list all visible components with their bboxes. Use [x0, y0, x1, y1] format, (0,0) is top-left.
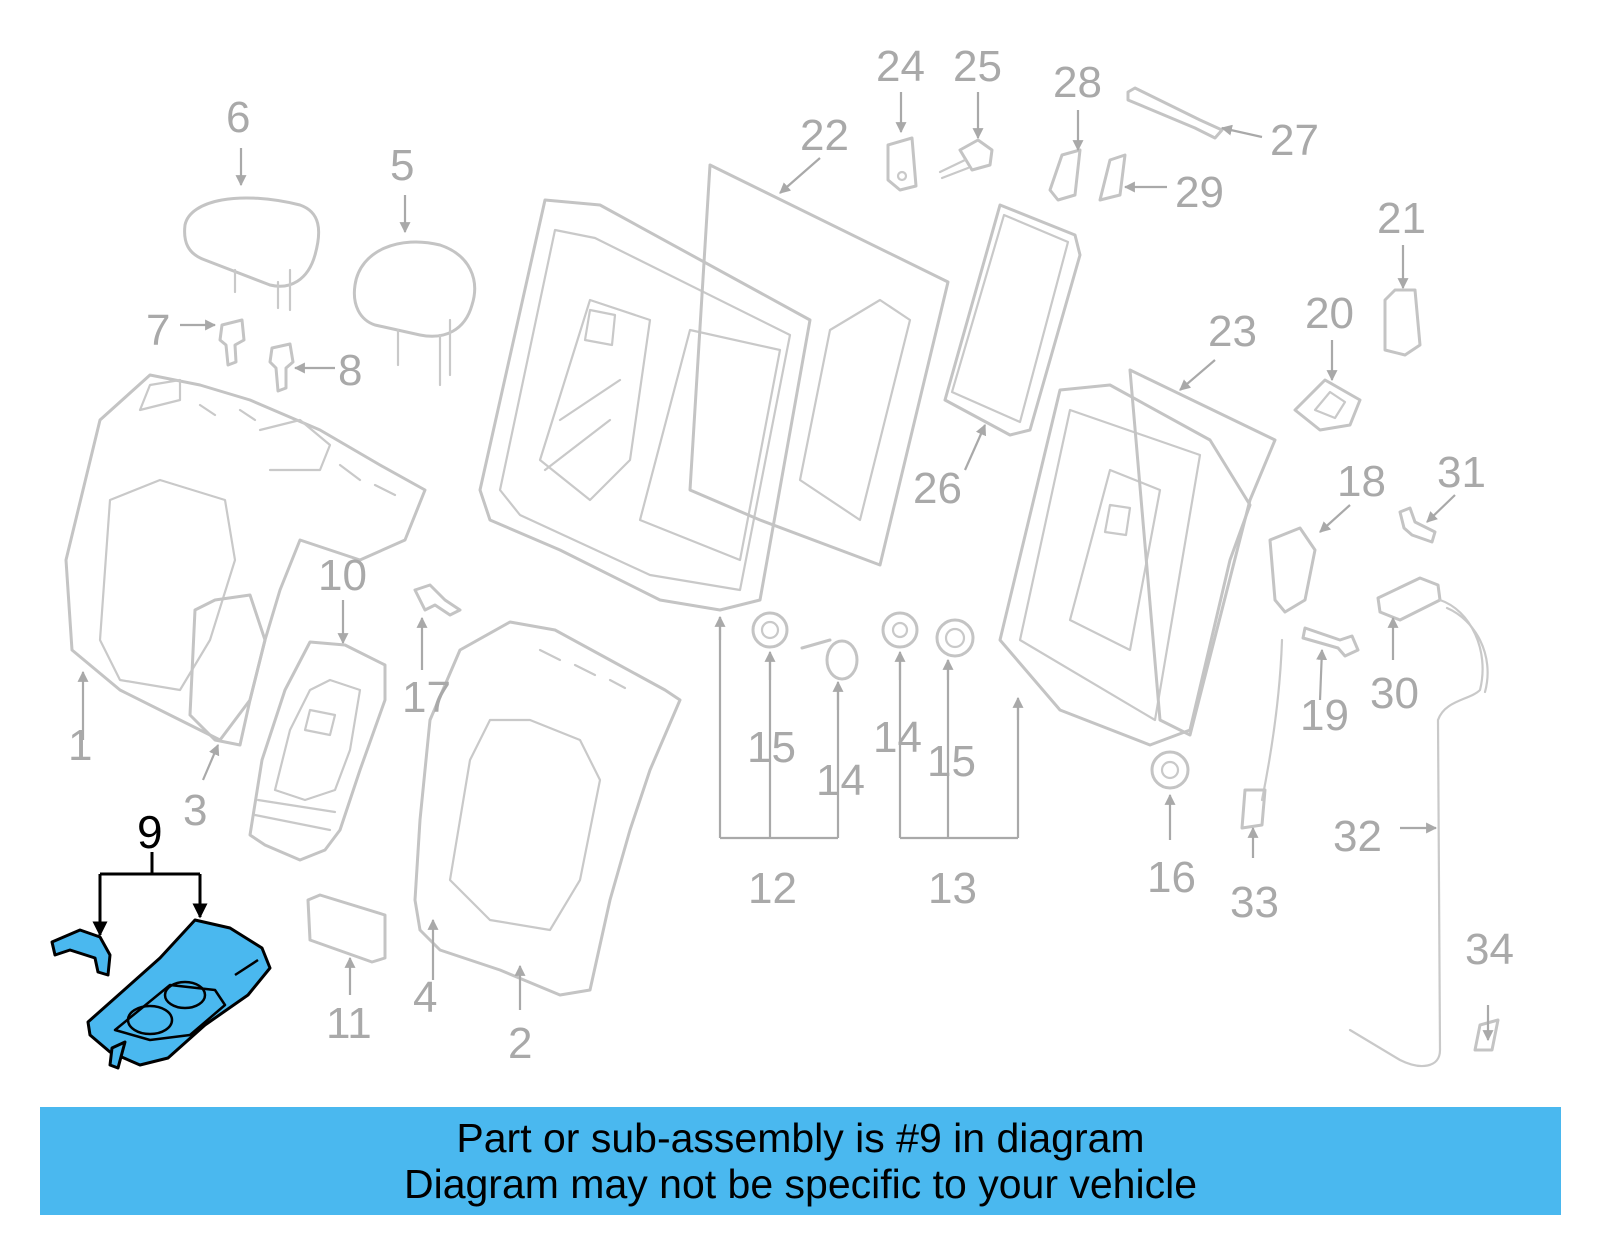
callout-26: 26	[913, 464, 962, 513]
callout-12: 12	[748, 864, 797, 913]
part-19-pin	[1301, 626, 1360, 658]
part-33-cable	[1240, 638, 1284, 830]
callout-10: 10	[318, 551, 367, 600]
part-3-seatback-trim	[188, 593, 267, 747]
callout-21: 21	[1377, 194, 1426, 243]
part-22-panel	[688, 163, 950, 567]
leader-9	[92, 852, 208, 937]
part-22-seatback-frame	[478, 198, 812, 612]
part-21-switch	[1383, 288, 1422, 357]
callout-15b: 15	[927, 737, 976, 786]
part-29-clip	[1098, 153, 1127, 202]
callout-30: 30	[1370, 669, 1419, 718]
part-8-guide	[268, 342, 295, 393]
callout-32: 32	[1333, 812, 1382, 861]
callout-18: 18	[1337, 457, 1386, 506]
callout-20: 20	[1305, 289, 1354, 338]
part-15-bushing-b	[935, 618, 975, 658]
part-25-bolt	[938, 138, 994, 180]
callout-31: 31	[1437, 448, 1486, 497]
callout-15a: 15	[747, 723, 796, 772]
callout-3: 3	[183, 786, 207, 835]
part-20-bezel	[1293, 378, 1362, 432]
part-27-rod	[1126, 86, 1224, 140]
part-17-clip	[413, 583, 462, 617]
part-16-bushing	[1150, 750, 1190, 790]
part-23-panel	[1128, 368, 1277, 737]
banner-line-1: Part or sub-assembly is #9 in diagram	[456, 1115, 1145, 1161]
callout-14b: 14	[873, 713, 922, 762]
callout-16: 16	[1147, 853, 1196, 902]
part-34-clip	[1473, 1018, 1500, 1052]
callout-5: 5	[390, 141, 414, 190]
callout-27: 27	[1270, 116, 1319, 165]
part-30-handle	[1376, 576, 1442, 622]
part-23-seatback-frame	[998, 383, 1252, 747]
banner-line-2: Diagram may not be specific to your vehi…	[403, 1161, 1197, 1207]
callout-29: 29	[1175, 168, 1224, 217]
part-5-headrest	[352, 240, 477, 387]
part-18-latch	[1268, 526, 1317, 614]
callout-34: 34	[1465, 925, 1514, 974]
part-32-cable	[1348, 598, 1489, 1068]
part-14-bolt-b	[881, 611, 919, 649]
callout-8: 8	[338, 346, 362, 395]
part-2-seatback-cover	[413, 620, 682, 997]
part-6-headrest	[183, 196, 321, 312]
part-7-guide	[218, 318, 246, 367]
callout-6: 6	[226, 93, 250, 142]
part-14-bolt-a	[800, 638, 859, 681]
callout-7: 7	[146, 306, 170, 355]
callout-28: 28	[1053, 58, 1102, 107]
part-9-bracket	[50, 928, 112, 977]
part-26-panel	[943, 203, 1082, 437]
part-31-bolt	[1398, 506, 1437, 544]
info-banner: Part or sub-assembly is #9 in diagram Di…	[40, 1107, 1561, 1215]
callout-13: 13	[928, 864, 977, 913]
part-11-trim	[306, 893, 387, 964]
callout-22: 22	[800, 111, 849, 160]
callout-25: 25	[953, 42, 1002, 91]
callout-17: 17	[402, 673, 451, 722]
callout-14a: 14	[816, 756, 865, 805]
callout-4: 4	[413, 973, 437, 1022]
part-10-armrest-housing	[248, 640, 387, 862]
part-24-bracket	[886, 136, 918, 192]
callout-24: 24	[876, 42, 925, 91]
callout-33: 33	[1230, 878, 1279, 927]
leader-lines	[77, 92, 1494, 1042]
part-9-cupholder-armrest	[86, 918, 272, 1070]
callout-23: 23	[1208, 307, 1257, 356]
callout-11: 11	[326, 999, 372, 1048]
part-15-bushing-a	[751, 611, 789, 649]
callout-19: 19	[1300, 691, 1349, 740]
callout-9: 9	[137, 806, 163, 858]
part-28-clip	[1048, 148, 1082, 202]
part-1-seatback-cover	[64, 373, 427, 742]
callout-2: 2	[508, 1019, 532, 1068]
callout-labels: 1 2 3 4 5 6 7 8 9 10 11 12 13 14 14 15 1…	[68, 42, 1514, 1068]
callout-1: 1	[68, 721, 92, 770]
